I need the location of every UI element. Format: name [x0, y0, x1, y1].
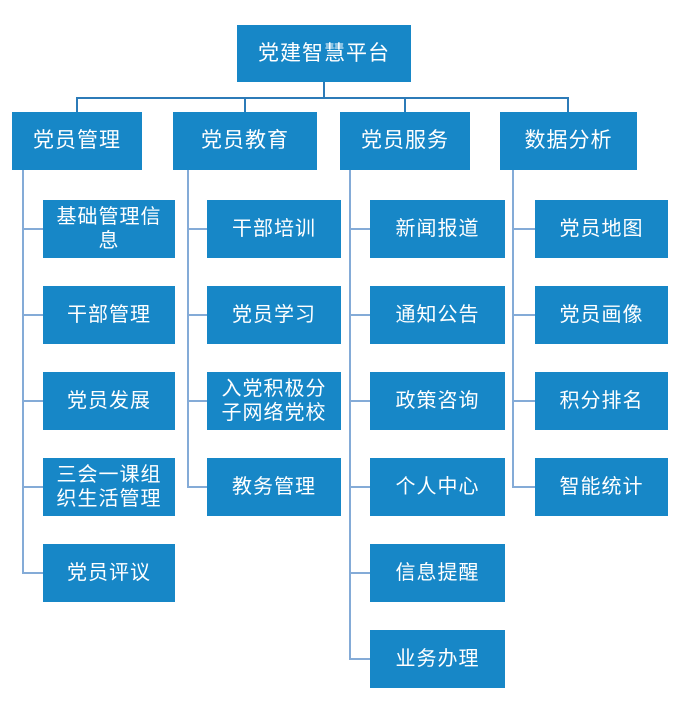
- branch-member-management: 党员管理: [12, 112, 142, 170]
- connector-line: [22, 486, 43, 488]
- connector-trunk: [187, 170, 189, 488]
- connector-line: [22, 314, 43, 316]
- connector-branch-stub: [76, 97, 78, 112]
- leaf-policy-consultation: 政策咨询: [370, 372, 505, 430]
- connector-distributor: [76, 97, 569, 99]
- connector-line: [512, 228, 535, 230]
- branch-member-service: 党员服务: [340, 112, 470, 170]
- connector-branch-stub: [567, 97, 569, 112]
- leaf-personal-center: 个人中心: [370, 458, 505, 516]
- leaf-news-report: 新闻报道: [370, 200, 505, 258]
- leaf-basic-management-info: 基础管理信 息: [43, 200, 175, 258]
- leaf-points-ranking: 积分排名: [535, 372, 668, 430]
- connector-branch-stub: [244, 97, 246, 112]
- leaf-activist-online-school: 入党积极分 子网络党校: [207, 372, 341, 430]
- leaf-cadre-management: 干部管理: [43, 286, 175, 344]
- connector-line: [349, 228, 370, 230]
- connector-line: [512, 400, 535, 402]
- connector-line: [349, 314, 370, 316]
- leaf-meetings-life-management: 三会一课组 织生活管理: [43, 458, 175, 516]
- connector-trunk: [512, 170, 514, 488]
- connector-line: [349, 658, 370, 660]
- leaf-academic-management: 教务管理: [207, 458, 341, 516]
- connector-line: [187, 314, 207, 316]
- connector-branch-stub: [404, 97, 406, 112]
- connector-root-stub: [323, 82, 325, 98]
- connector-line: [22, 400, 43, 402]
- connector-line: [512, 314, 535, 316]
- connector-line: [349, 572, 370, 574]
- connector-trunk: [22, 170, 24, 574]
- leaf-smart-statistics: 智能统计: [535, 458, 668, 516]
- connector-line: [349, 486, 370, 488]
- branch-member-education: 党员教育: [173, 112, 317, 170]
- leaf-member-development: 党员发展: [43, 372, 175, 430]
- connector-line: [512, 486, 535, 488]
- leaf-info-reminder: 信息提醒: [370, 544, 505, 602]
- leaf-member-appraisal: 党员评议: [43, 544, 175, 602]
- connector-line: [22, 228, 43, 230]
- connector-line: [187, 400, 207, 402]
- connector-line: [22, 572, 43, 574]
- leaf-member-map: 党员地图: [535, 200, 668, 258]
- connector-trunk: [349, 170, 351, 660]
- root-node-smart-party-platform: 党建智慧平台: [237, 25, 411, 82]
- leaf-member-portrait: 党员画像: [535, 286, 668, 344]
- leaf-business-handling: 业务办理: [370, 630, 505, 688]
- connector-line: [349, 400, 370, 402]
- connector-line: [187, 486, 207, 488]
- leaf-cadre-training: 干部培训: [207, 200, 341, 258]
- branch-data-analysis: 数据分析: [500, 112, 637, 170]
- leaf-member-study: 党员学习: [207, 286, 341, 344]
- connector-line: [187, 228, 207, 230]
- leaf-notice-announcement: 通知公告: [370, 286, 505, 344]
